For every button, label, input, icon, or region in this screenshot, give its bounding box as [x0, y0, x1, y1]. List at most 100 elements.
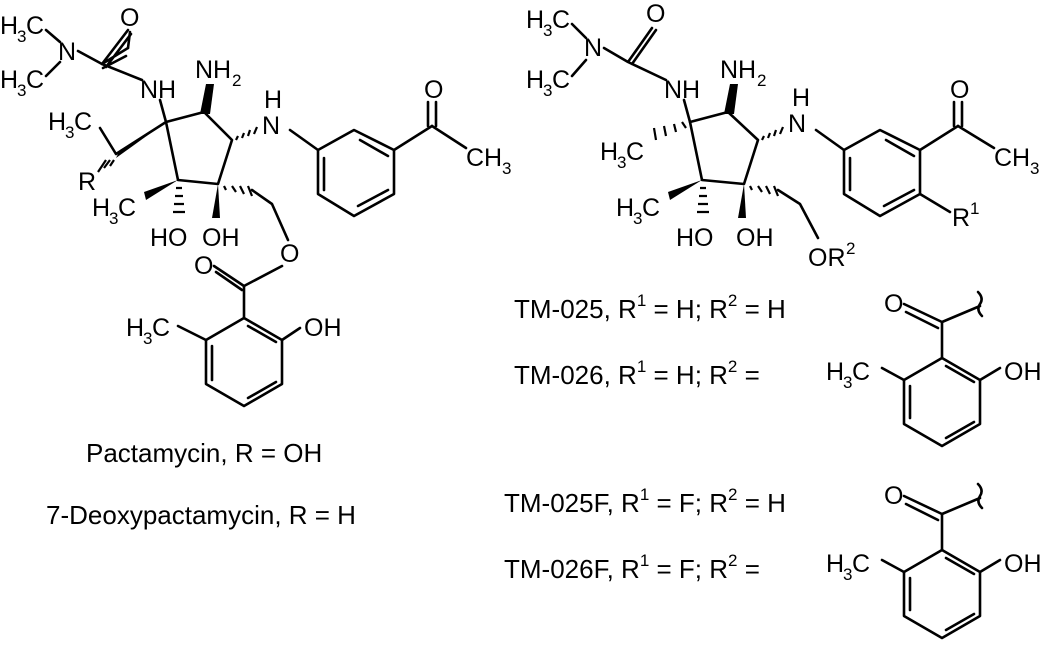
svg-text:CH: CH — [466, 144, 502, 172]
pactamycin-salicylate-oh: OH — [304, 314, 342, 342]
svg-text:1: 1 — [970, 199, 979, 218]
svg-text:H: H — [826, 550, 844, 578]
salicyloyl-1-oh: OH — [1004, 358, 1042, 386]
svg-text:CH: CH — [994, 144, 1030, 172]
svg-text:C: C — [118, 194, 136, 222]
tm-aryl-n: N — [788, 110, 806, 138]
tm-ho-1: HO — [676, 224, 714, 252]
svg-text:H: H — [48, 108, 66, 136]
svg-text:TM-026F, R1 = F; R2 =: TM-026F, R1 = F; R2 = — [504, 551, 760, 584]
svg-text:TM-025F, R1 = F; R2 = H: TM-025F, R1 = F; R2 = H — [504, 485, 786, 518]
svg-text:H: H — [826, 358, 844, 386]
svg-text:2: 2 — [757, 71, 766, 90]
tm-acetyl-o: O — [950, 76, 969, 104]
pactamycin-caption: Pactamycin, R = OH — [86, 438, 322, 468]
tm-025f-label: TM-025F, R1 = F; R2 = H — [504, 485, 786, 518]
attachment-wavy-1 — [976, 290, 984, 318]
salicyloyl-1-o: O — [884, 290, 903, 318]
tm-oh-2: OH — [736, 224, 774, 252]
svg-text:3: 3 — [543, 21, 552, 40]
svg-text:3: 3 — [502, 159, 511, 178]
svg-text:3: 3 — [843, 565, 852, 584]
pactamycin-n-dimethyl: N — [58, 38, 76, 66]
tm-025-label: TM-025, R1 = H; R2 = H — [514, 291, 786, 324]
svg-text:TM-025, R1 = H; R2 = H: TM-025, R1 = H; R2 = H — [514, 291, 786, 324]
svg-text:H: H — [126, 314, 144, 342]
svg-text:H: H — [0, 12, 18, 40]
tm-026f-label: TM-026F, R1 = F; R2 = — [504, 551, 760, 584]
tm-026-label: TM-026, R1 = H; R2 = — [514, 357, 760, 390]
svg-text:3: 3 — [843, 373, 852, 392]
svg-text:OR: OR — [808, 244, 846, 272]
svg-text:C: C — [852, 550, 870, 578]
svg-text:H: H — [0, 66, 18, 94]
svg-text:HO: HO — [150, 224, 188, 252]
svg-text:2: 2 — [846, 239, 855, 258]
svg-text:C: C — [26, 12, 44, 40]
tm-n-dimethyl: N — [584, 34, 602, 62]
svg-text:C: C — [26, 66, 44, 94]
svg-text:C: C — [626, 138, 644, 166]
salicyloyl-2-oh: OH — [1004, 550, 1042, 578]
pactamycin-urea-o: O — [120, 4, 139, 32]
svg-text:C: C — [152, 314, 170, 342]
salicyloyl-2-o: O — [884, 482, 903, 510]
svg-text:C: C — [642, 194, 660, 222]
svg-text:C: C — [74, 108, 92, 136]
svg-text:R: R — [952, 204, 970, 232]
pactamycin-carbonyl-o: O — [194, 252, 213, 280]
svg-text:C: C — [552, 66, 570, 94]
pactamycin-acetyl-o: O — [424, 76, 443, 104]
svg-text:C: C — [552, 6, 570, 34]
svg-text:3: 3 — [543, 81, 552, 100]
svg-text:3: 3 — [17, 27, 26, 46]
svg-text:H: H — [526, 6, 544, 34]
svg-text:NH: NH — [720, 56, 756, 84]
tm-urea-nh: NH — [664, 76, 700, 104]
pactamycin-r: R — [78, 168, 96, 196]
svg-text:TM-026, R1 = H; R2 =: TM-026, R1 = H; R2 = — [514, 357, 760, 390]
svg-text:3: 3 — [65, 123, 74, 142]
svg-text:H: H — [526, 66, 544, 94]
pactamycin-oh-2: OH — [202, 224, 240, 252]
tm-urea-o: O — [646, 0, 665, 28]
pactamycin-ester-o: O — [280, 240, 299, 268]
svg-text:3: 3 — [17, 81, 26, 100]
svg-text:NH: NH — [195, 56, 231, 84]
svg-text:OH: OH — [202, 224, 240, 252]
pactamycin-urea-nh: NH — [140, 76, 176, 104]
attachment-wavy-2 — [976, 482, 984, 510]
svg-text:3: 3 — [617, 153, 626, 172]
pactamycin-ho-1: HO — [150, 224, 188, 252]
svg-text:H: H — [92, 194, 110, 222]
svg-text:3: 3 — [633, 209, 642, 228]
tm-aryl-h: H — [792, 84, 810, 112]
svg-text:3: 3 — [109, 209, 118, 228]
svg-text:H: H — [616, 194, 634, 222]
svg-text:3: 3 — [1030, 159, 1039, 178]
pactamycin-aryl-h: H — [264, 86, 282, 114]
pactamycin-aryl-n: N — [262, 112, 280, 140]
svg-text:C: C — [852, 358, 870, 386]
deoxypactamycin-caption: 7-Deoxypactamycin, R = H — [46, 500, 356, 530]
